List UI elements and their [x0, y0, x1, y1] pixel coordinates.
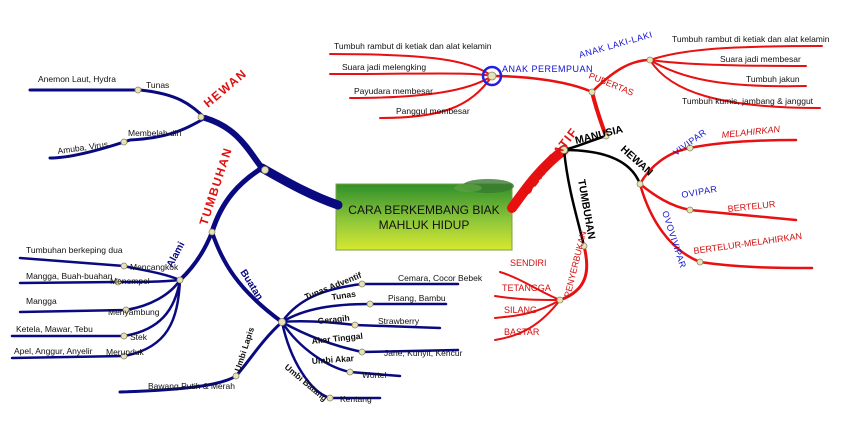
label-ovovivipar: OVOVIVIPAR — [660, 210, 688, 270]
label-hewan-generatif: HEWAN — [618, 143, 655, 178]
label-anak-perempuan: ANAK PEREMPUAN — [502, 64, 593, 74]
label-menyambung: Menyambung — [108, 307, 160, 317]
leaf-umbi-lapis: Bawang Putih & Merah — [148, 381, 235, 391]
leaf-perempuan-1: Tumbuh rambut di ketiak dan alat kelamin — [334, 41, 492, 51]
leaf-tunas-hewan: Anemon Laut, Hydra — [38, 74, 116, 84]
label-hewan-vegetatif: HEWAN — [201, 66, 250, 110]
target-circle-icon — [481, 65, 503, 87]
central-title-line1: CARA BERKEMBANG BIAK — [348, 203, 499, 217]
central-topic[interactable]: CARA BERKEMBANG BIAK MAHLUK HIDUP — [335, 179, 514, 251]
label-tunas-hewan: Tunas — [146, 80, 169, 90]
leaf-umbi-batang: Kentang — [340, 394, 372, 404]
leaf-menempel: Mangga, Buah-buahan — [26, 271, 113, 281]
leaf-tetangga: TETANGGA — [502, 283, 551, 293]
label-generatif: GENERATIF — [519, 125, 580, 198]
label-umbi-akar: Umbi Akar — [311, 353, 354, 366]
label-geragih: Geragih — [317, 313, 350, 326]
label-umbi-batang: Umbi Batang — [283, 362, 330, 403]
label-tunas-buatan: Tunas — [331, 289, 357, 302]
leaf-bertelur-melahirkan: BERTELUR-MELAHIRKAN — [693, 231, 803, 256]
central-title-line2: MAHLUK HIDUP — [379, 218, 470, 232]
leaf-laki-2: Suara jadi membesar — [720, 54, 801, 64]
label-merunduk: Merunduk — [106, 347, 145, 357]
leaf-bastar: BASTAR — [504, 327, 540, 337]
junction-dots-left — [114, 86, 374, 402]
leaf-melahirkan: MELAHIRKAN — [721, 124, 781, 140]
leaf-silang: SILANG — [504, 305, 537, 315]
junction-dots-right — [556, 56, 704, 304]
leaf-perempuan-3: Payudara membesar — [354, 86, 433, 96]
leaf-decoration-icon — [454, 184, 482, 192]
label-manusia: MANUSIA — [574, 123, 625, 147]
leaf-laki-1: Tumbuh rambut di ketiak dan alat kelamin — [672, 34, 830, 44]
label-ovipar: OVIPAR — [681, 184, 719, 200]
label-tumbuhan-vegetatif: TUMBUHAN — [197, 145, 235, 227]
target-dot-icon — [487, 71, 497, 81]
branch-generatif[interactable] — [329, 45, 823, 341]
leaf-menyambung: Mangga — [26, 296, 57, 306]
leaf-tunas-buatan: Pisang, Bambu — [388, 293, 446, 303]
leaf-perempuan-4: Panggul membesar — [396, 106, 470, 116]
label-menempel: Menempel — [110, 276, 150, 286]
leaf-sendiri: SENDIRI — [510, 258, 547, 268]
leaf-bertelur: BERTELUR — [727, 199, 776, 214]
leaf-merunduk: Apel, Anggur, Anyelir — [14, 346, 93, 356]
label-vivipar: VIVIPAR — [671, 127, 708, 158]
leaf-stek: Ketela, Mawar, Tebu — [16, 324, 93, 334]
leaf-laki-4: Tumbuh kumis, jambang & janggut — [682, 96, 814, 106]
label-membelah-diri: Membelah diri — [128, 128, 181, 138]
leaf-perempuan-2: Suara jadi melengking — [342, 62, 426, 72]
label-anak-laki-laki: ANAK LAKI-LAKI — [578, 29, 654, 60]
label-stek: Stek — [130, 332, 148, 342]
label-penyerbukan: PENYERBUKAN — [562, 230, 588, 298]
leaf-tunas-adventif: Cemara, Cocor Bebek — [398, 273, 483, 283]
leaf-geragih: Strawberry — [378, 316, 420, 326]
label-akar-tinggal: Akar Tinggal — [311, 331, 363, 346]
leaf-akar-tinggal: Jahe, Kunyit, Kencur — [384, 348, 463, 358]
label-mencangkok: Mencangkok — [130, 262, 179, 272]
leaf-umbi-akar: Wortel — [362, 370, 387, 380]
leaf-mencangkok: Tumbuhan berkeping dua — [26, 245, 123, 255]
leaf-laki-3: Tumbuh jakun — [746, 74, 800, 84]
